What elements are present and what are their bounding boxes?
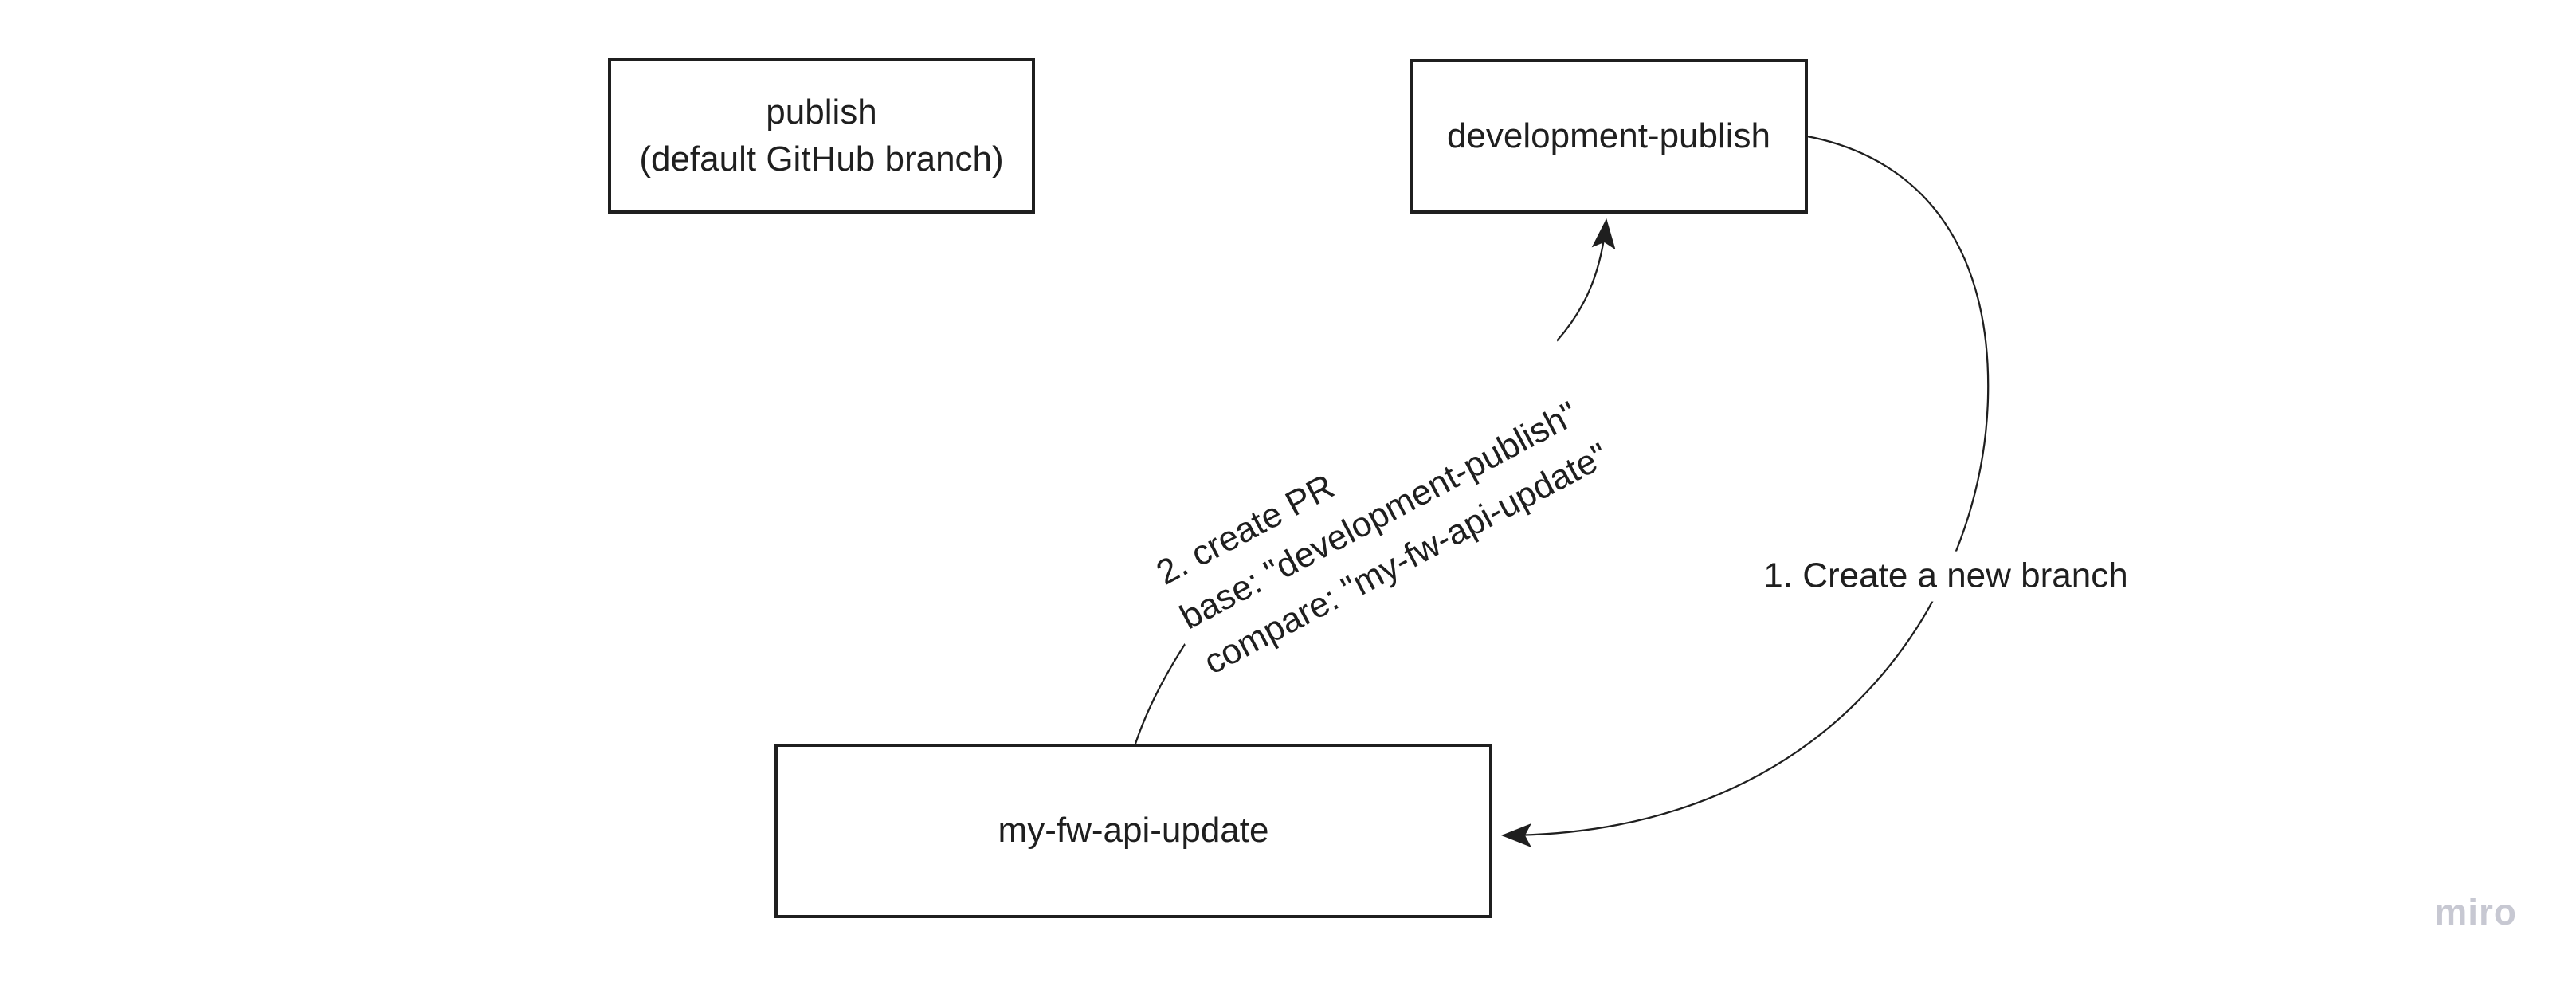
shape-my-fw-api-update-branch[interactable]: my-fw-api-update xyxy=(774,744,1492,918)
shape-development-publish-branch[interactable]: development-publish xyxy=(1410,59,1808,214)
shape-development-publish-label: development-publish xyxy=(1446,116,1771,155)
connector-label-create-branch[interactable]: 1. Create a new branch xyxy=(1755,551,2136,602)
shape-my-fw-api-update-label: my-fw-api-update xyxy=(998,811,1269,850)
connector-create-branch-curve[interactable] xyxy=(1501,135,1990,847)
shape-publish-label: publish (default GitHub branch) xyxy=(639,92,1004,179)
shape-publish-branch[interactable]: publish (default GitHub branch) xyxy=(608,58,1035,214)
miro-logo[interactable]: miro xyxy=(2434,891,2517,933)
